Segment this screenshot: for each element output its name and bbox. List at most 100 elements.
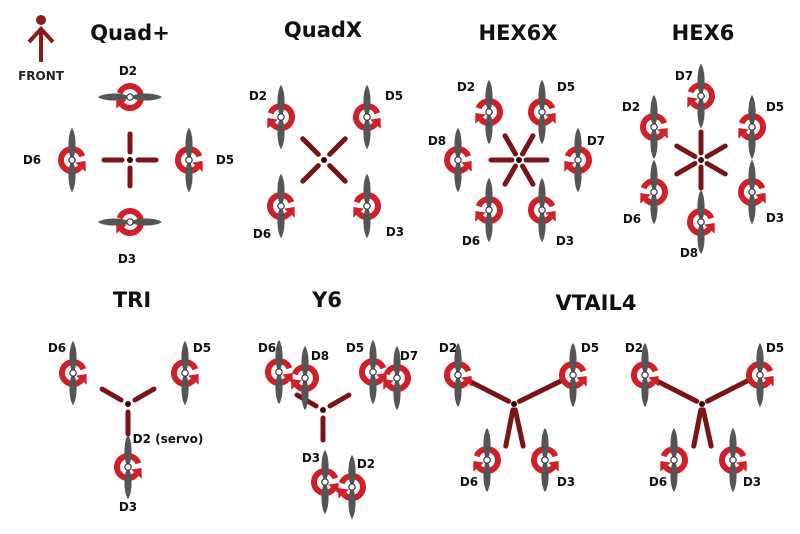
hex6x-motor-fl-direction-arrow-icon <box>475 112 486 124</box>
vtail-b-motor-fl-direction-arrow-icon <box>648 375 659 387</box>
hex6x-motor-rl-direction-arrow-icon <box>475 210 486 222</box>
hex6x-motor-fr-hub <box>538 108 546 116</box>
hex6x-motor-r-hub <box>574 156 582 164</box>
quad-plus-label-rear: D3 <box>118 252 136 266</box>
y6-motor-tail-bottom-hub <box>348 483 356 491</box>
tri-label-right: D5 <box>193 341 211 355</box>
hex6-label-rear: D8 <box>680 246 698 260</box>
vtail-a-label-fr: D5 <box>581 341 599 355</box>
title-quad-x: QuadX <box>284 18 362 42</box>
hex6x-motor-rr-direction-arrow-icon <box>545 210 556 222</box>
title-hex6: HEX6 <box>672 21 735 45</box>
hex6-motor-fr-direction-arrow-icon <box>738 127 749 139</box>
hex6x-motor-rl <box>475 177 503 243</box>
quad-x-label-rl: D6 <box>253 227 271 241</box>
vtail-a-arm-rl <box>503 407 516 449</box>
quad-x-motor-fl-hub <box>277 113 285 121</box>
y6-motor-tail-top-hub <box>321 478 329 486</box>
motors <box>58 63 774 520</box>
hex6x-motor-rr <box>528 177 556 243</box>
hex6-motor-front-hub <box>697 92 705 100</box>
tri-label-left: D6 <box>48 341 66 355</box>
hex6x-label-r: D7 <box>587 134 605 148</box>
vtail-a-motor-rl-direction-arrow-icon <box>473 460 484 472</box>
quad-x-motor-rr-hub <box>363 202 371 210</box>
tri-motor-tail <box>114 434 142 500</box>
vtail-b-label-rl: D6 <box>649 475 667 489</box>
y6-label-tail-bottom: D2 <box>357 457 375 471</box>
hex6-label-rr: D3 <box>766 211 784 225</box>
hex6-hub <box>698 157 704 163</box>
hex6x-label-rl: D6 <box>462 234 480 248</box>
vtail-a-motor-rl <box>473 427 501 493</box>
quad-plus-motor-rear-hub <box>126 218 134 226</box>
y6-motor-tail-top-direction-arrow-icon <box>328 482 339 494</box>
tri-label-tail-servo: D2 (servo) <box>133 432 204 446</box>
hex6-label-fl: D2 <box>622 100 640 114</box>
hex6-motor-rear-hub <box>697 218 705 226</box>
y6-motor-tail-bottom-direction-arrow-icon <box>338 487 349 499</box>
hex6-motor-front <box>687 63 715 129</box>
y6-motor-r-bottom <box>383 345 411 411</box>
vtail-b-label-fl: D2 <box>625 341 643 355</box>
quad-x-arm-1 <box>300 163 321 184</box>
quad-x-motor-rl <box>267 173 295 239</box>
quad-plus-motor-right-hub <box>185 156 193 164</box>
y6-label-r-top: D5 <box>346 341 364 355</box>
y6-motor-r-bottom-direction-arrow-icon <box>383 378 394 390</box>
vtail-b-motor-rl <box>660 427 688 493</box>
frames <box>99 129 750 449</box>
vtail-b-motor-fl <box>631 342 659 408</box>
y6-motor-l-bottom-hub <box>301 374 309 382</box>
hex6x-arm-5 <box>520 133 536 157</box>
vtail-b-motor-fr-direction-arrow-icon <box>763 375 774 387</box>
tri-motor-tail-hub <box>124 463 132 471</box>
quad-plus-hub <box>127 157 133 163</box>
hex6-motor-front-direction-arrow-icon <box>687 96 698 108</box>
hex6-motor-fl <box>640 94 668 160</box>
quad-x-label-fl: D2 <box>249 89 267 103</box>
hex6-motor-rl-direction-arrow-icon <box>640 192 651 204</box>
tri-motor-left-direction-arrow-icon <box>76 373 87 385</box>
vtail-b-motor-rl-direction-arrow-icon <box>660 460 671 472</box>
quad-plus-motor-rear <box>97 208 163 236</box>
vtail-a-label-fl: D2 <box>439 341 457 355</box>
hex6-motor-fr <box>738 94 766 160</box>
y6-motor-l-top-direction-arrow-icon <box>282 372 293 384</box>
vtail-b-motor-fl-hub <box>641 371 649 379</box>
hex6x-hub <box>516 157 522 163</box>
vtail-a-motor-rl-hub <box>483 456 491 464</box>
vtail-b-motor-rl-hub <box>670 456 678 464</box>
hex6-arm-5 <box>704 143 728 159</box>
hex6x-label-rr: D3 <box>556 234 574 248</box>
hex6-motor-fl-hub <box>650 123 658 131</box>
hex6x-motor-fl <box>475 79 503 145</box>
vtail-a-hub <box>511 401 517 407</box>
hex6x-arm-1 <box>520 163 536 187</box>
quad-plus-motor-left-direction-arrow-icon <box>75 160 86 172</box>
title-y6: Y6 <box>311 288 342 312</box>
quad-plus-motor-left <box>58 127 86 193</box>
front-arrow-icon <box>27 15 55 62</box>
vtail-b-arm-fr <box>704 378 750 404</box>
tri-motor-right-direction-arrow-icon <box>188 373 199 385</box>
y6-label-r-bottom: D7 <box>400 349 418 363</box>
hex6-label-fr: D5 <box>766 100 784 114</box>
front-label: FRONT <box>18 69 65 83</box>
title-quad-plus: Quad+ <box>90 21 170 45</box>
hex6x-arm-2 <box>502 163 518 187</box>
hex6-motor-rear <box>687 189 715 255</box>
quad-x-motor-fr-direction-arrow-icon <box>370 117 381 129</box>
quad-plus-motor-front-direction-arrow-icon <box>116 97 127 109</box>
quad-x-motor-rr <box>353 173 381 239</box>
quad-plus-label-right: D5 <box>216 153 234 167</box>
y6-motor-r-bottom-hub <box>393 374 401 382</box>
hex6x-motor-r-direction-arrow-icon <box>564 160 575 172</box>
hex6-arm-2 <box>674 161 698 177</box>
title-tri: TRI <box>113 288 151 312</box>
hex6-motor-rear-direction-arrow-icon <box>704 222 715 234</box>
vtail-b-motor-rr-direction-arrow-icon <box>736 460 747 472</box>
tri-motor-right <box>171 340 199 406</box>
vtail-a-motor-rr-hub <box>541 456 549 464</box>
